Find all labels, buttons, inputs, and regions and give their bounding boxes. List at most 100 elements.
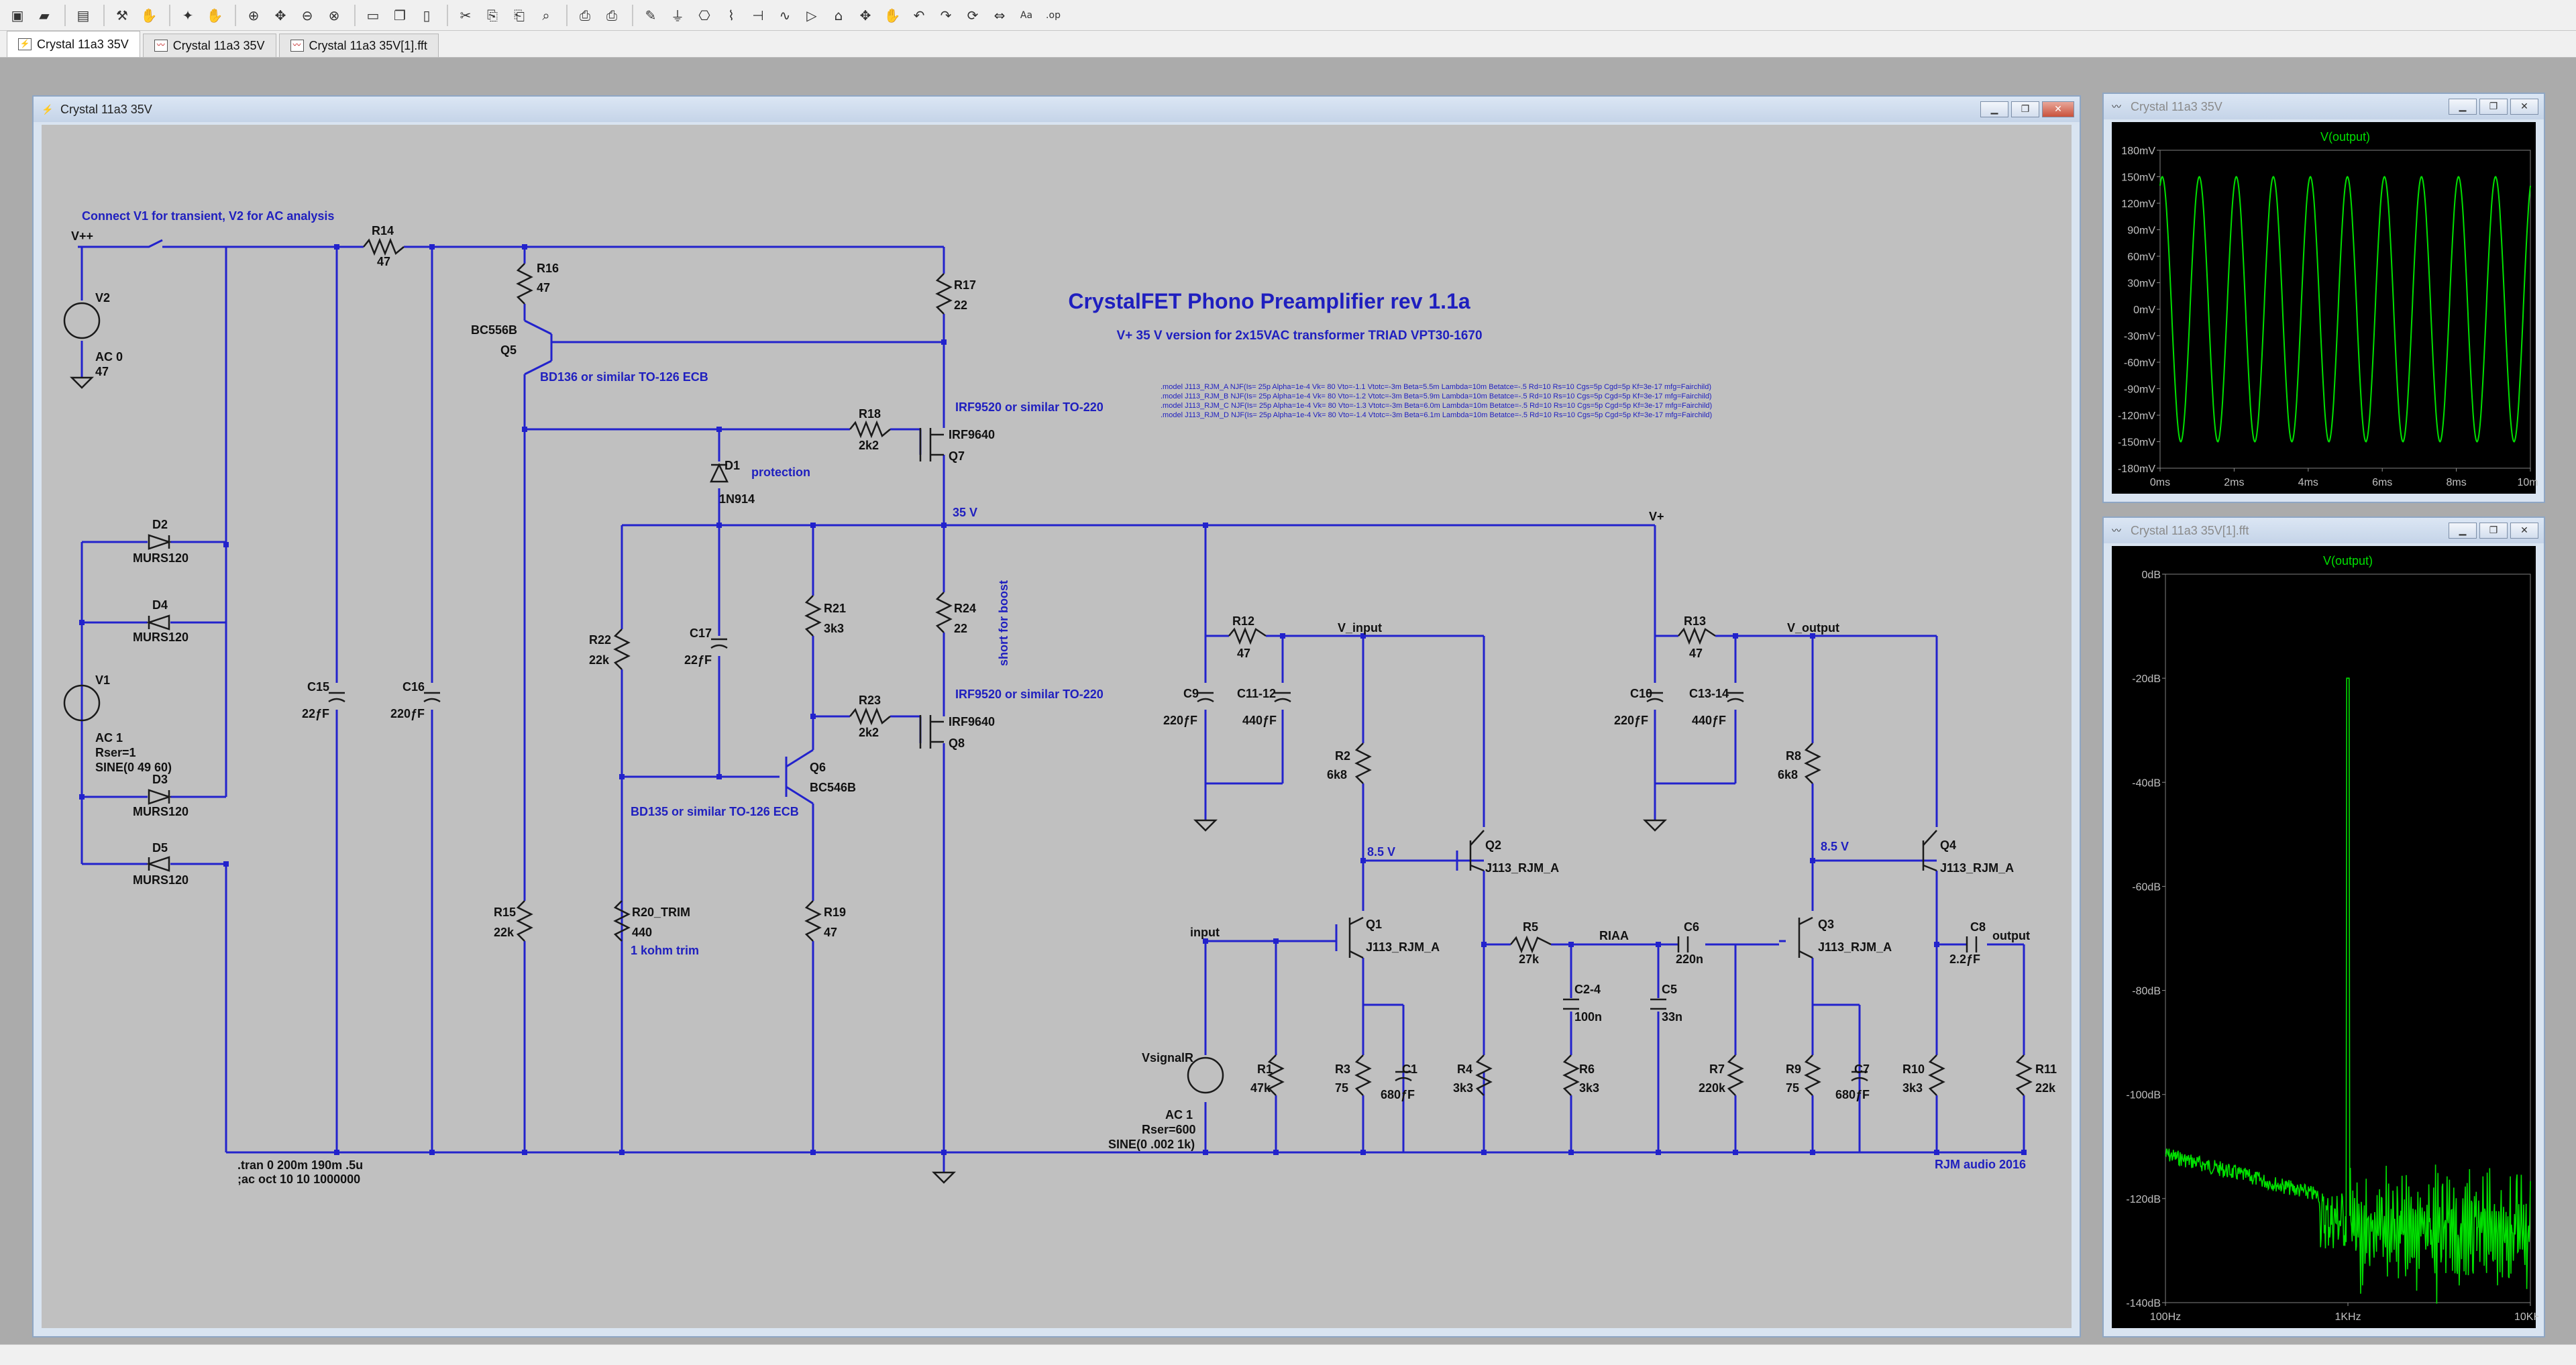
label: IRF9640 bbox=[949, 715, 995, 728]
label: 22 bbox=[954, 298, 967, 312]
mirror-button[interactable]: ⇔ bbox=[987, 3, 1012, 28]
capacitor-button[interactable]: ⊣ bbox=[746, 3, 770, 28]
label: Q2 bbox=[1485, 838, 1501, 852]
spice-directive-button[interactable]: .op bbox=[1041, 3, 1065, 28]
run-button[interactable]: ✦ bbox=[176, 3, 200, 28]
maximize-button[interactable]: ❐ bbox=[2011, 101, 2039, 117]
control-panel-button[interactable]: ⚒ bbox=[110, 3, 134, 28]
label: output bbox=[1992, 929, 2030, 942]
tile-vertical-button[interactable]: ▯ bbox=[415, 3, 439, 28]
halt-icon: ✋ bbox=[140, 7, 158, 23]
label: 22 bbox=[954, 622, 967, 635]
resistor-button[interactable]: ⌇ bbox=[719, 3, 743, 28]
label: C17 bbox=[690, 626, 712, 640]
find-button[interactable]: ⌕ bbox=[534, 3, 558, 28]
q5-note: BD136 or similar TO-126 ECB bbox=[540, 370, 708, 384]
x-tick-label: 1KHz bbox=[2334, 1311, 2361, 1323]
label: 2k2 bbox=[859, 439, 879, 452]
y-tick-label: -120mV bbox=[2118, 411, 2155, 422]
inductor-button[interactable]: ∿ bbox=[773, 3, 797, 28]
maximize-button[interactable]: ❐ bbox=[2479, 99, 2508, 115]
wires bbox=[78, 239, 2025, 1172]
zoom-out-button[interactable]: ⊖ bbox=[295, 3, 319, 28]
open-button[interactable]: ▰ bbox=[32, 3, 56, 28]
wire-button[interactable]: ✎ bbox=[639, 3, 663, 28]
minimize-button[interactable]: ▁ bbox=[2449, 523, 2477, 539]
cascade-button[interactable]: ❐ bbox=[388, 3, 412, 28]
tab-0[interactable]: ⚡Crystal 11a3 35V bbox=[7, 31, 140, 57]
components bbox=[63, 237, 2033, 1184]
junction-dots bbox=[79, 244, 2027, 1155]
zoom-fit-button[interactable]: ⊗ bbox=[322, 3, 346, 28]
label: 22k bbox=[2035, 1081, 2056, 1095]
schematic-window-titlebar[interactable]: ⚡ Crystal 11a3 35V bbox=[34, 97, 2080, 122]
component-button[interactable]: ⌂ bbox=[826, 3, 851, 28]
y-tick-label: -90mV bbox=[2124, 384, 2155, 396]
label: 3k3 bbox=[1579, 1081, 1599, 1095]
label: V2 bbox=[95, 291, 110, 305]
cut-button[interactable]: ✂ bbox=[453, 3, 478, 28]
minimize-button[interactable]: ▁ bbox=[2449, 99, 2477, 115]
y-tick-label: -60dB bbox=[2132, 881, 2161, 893]
undo-button[interactable]: ↶ bbox=[907, 3, 931, 28]
close-button[interactable]: ✕ bbox=[2510, 99, 2538, 115]
label: R17 bbox=[954, 278, 976, 292]
schematic-window: ⚡ Crystal 11a3 35V ▁ ❐ ✕ bbox=[32, 95, 2081, 1337]
tile-horizontal-button[interactable]: ▭ bbox=[361, 3, 385, 28]
open-icon: ▰ bbox=[39, 7, 50, 23]
label-net-button[interactable]: ⎔ bbox=[692, 3, 716, 28]
fft-plot-area[interactable]: V(output)0dB-20dB-40dB-60dB-80dB-100dB-1… bbox=[2112, 546, 2546, 1331]
label: 47 bbox=[95, 365, 109, 378]
minimize-button[interactable]: ▁ bbox=[1980, 101, 2008, 117]
find-icon: ⌕ bbox=[542, 7, 550, 23]
rotate-button[interactable]: ⟳ bbox=[961, 3, 985, 28]
label: SINE(0 49 60) bbox=[95, 761, 172, 774]
label: Q8 bbox=[949, 736, 965, 750]
print-setup-button[interactable]: ⎙ bbox=[573, 3, 597, 28]
save-button[interactable]: ▤ bbox=[71, 3, 95, 28]
schematic-drawing[interactable]: CrystalFET Phono Preamplifier rev 1.1a V… bbox=[42, 125, 2072, 1328]
redo-button[interactable]: ↷ bbox=[934, 3, 958, 28]
text-button[interactable]: Aa bbox=[1014, 3, 1038, 28]
label: 220ƒF bbox=[390, 707, 425, 720]
label: 680ƒF bbox=[1835, 1088, 1870, 1101]
transient-window-title: Crystal 11a3 35V bbox=[2131, 99, 2222, 113]
toolbar-separator bbox=[354, 4, 356, 26]
schematic-icon: ⚡ bbox=[42, 104, 54, 115]
label: V_input bbox=[1338, 621, 1382, 635]
transient-plot[interactable]: V(output)180mV150mV120mV90mV60mV30mV0mV-… bbox=[2112, 122, 2544, 496]
pan-button[interactable]: ✥ bbox=[268, 3, 292, 28]
halt-sim-button[interactable]: ✋ bbox=[203, 3, 227, 28]
print-button[interactable]: ⎙ bbox=[600, 3, 624, 28]
label: C13-14 bbox=[1689, 687, 1729, 700]
copy-button[interactable]: ⎘ bbox=[480, 3, 504, 28]
main-toolbar: ▣▰▤⚒✋✦✋⊕✥⊖⊗▭❐▯✂⎘⎗⌕⎙⎙✎⏚⎔⌇⊣∿▷⌂✥✋↶↷⟳⇔Aa.op bbox=[0, 0, 2576, 31]
fft-plot[interactable]: V(output)0dB-20dB-40dB-60dB-80dB-100dB-1… bbox=[2112, 546, 2546, 1331]
label: R16 bbox=[537, 262, 559, 275]
ground-button[interactable]: ⏚ bbox=[665, 3, 690, 28]
new-schematic-button[interactable]: ▣ bbox=[5, 3, 30, 28]
tab-2[interactable]: 〰Crystal 11a3 35V[1].fft bbox=[278, 34, 439, 57]
label: R4 bbox=[1457, 1062, 1472, 1076]
move-button[interactable]: ✥ bbox=[853, 3, 877, 28]
y-tick-label: -80dB bbox=[2132, 986, 2161, 997]
halt-button[interactable]: ✋ bbox=[137, 3, 161, 28]
label: 2k2 bbox=[859, 726, 879, 739]
schematic-window-title: Crystal 11a3 35V bbox=[60, 102, 152, 116]
zoom-in-button[interactable]: ⊕ bbox=[241, 3, 266, 28]
diode-button[interactable]: ▷ bbox=[800, 3, 824, 28]
schematic-canvas[interactable]: CrystalFET Phono Preamplifier rev 1.1a V… bbox=[42, 125, 2072, 1328]
drag-button[interactable]: ✋ bbox=[880, 3, 904, 28]
paste-button[interactable]: ⎗ bbox=[507, 3, 531, 28]
close-button[interactable]: ✕ bbox=[2042, 101, 2074, 117]
tab-1[interactable]: 〰Crystal 11a3 35V bbox=[142, 34, 276, 57]
tab-label: Crystal 11a3 35V[1].fft bbox=[309, 38, 427, 52]
close-button[interactable]: ✕ bbox=[2510, 523, 2538, 539]
label: BC556B bbox=[471, 323, 517, 337]
maximize-button[interactable]: ❐ bbox=[2479, 523, 2508, 539]
label: C7 bbox=[1854, 1062, 1870, 1076]
label: R20_TRIM bbox=[632, 906, 690, 919]
paste-icon: ⎗ bbox=[514, 7, 525, 23]
